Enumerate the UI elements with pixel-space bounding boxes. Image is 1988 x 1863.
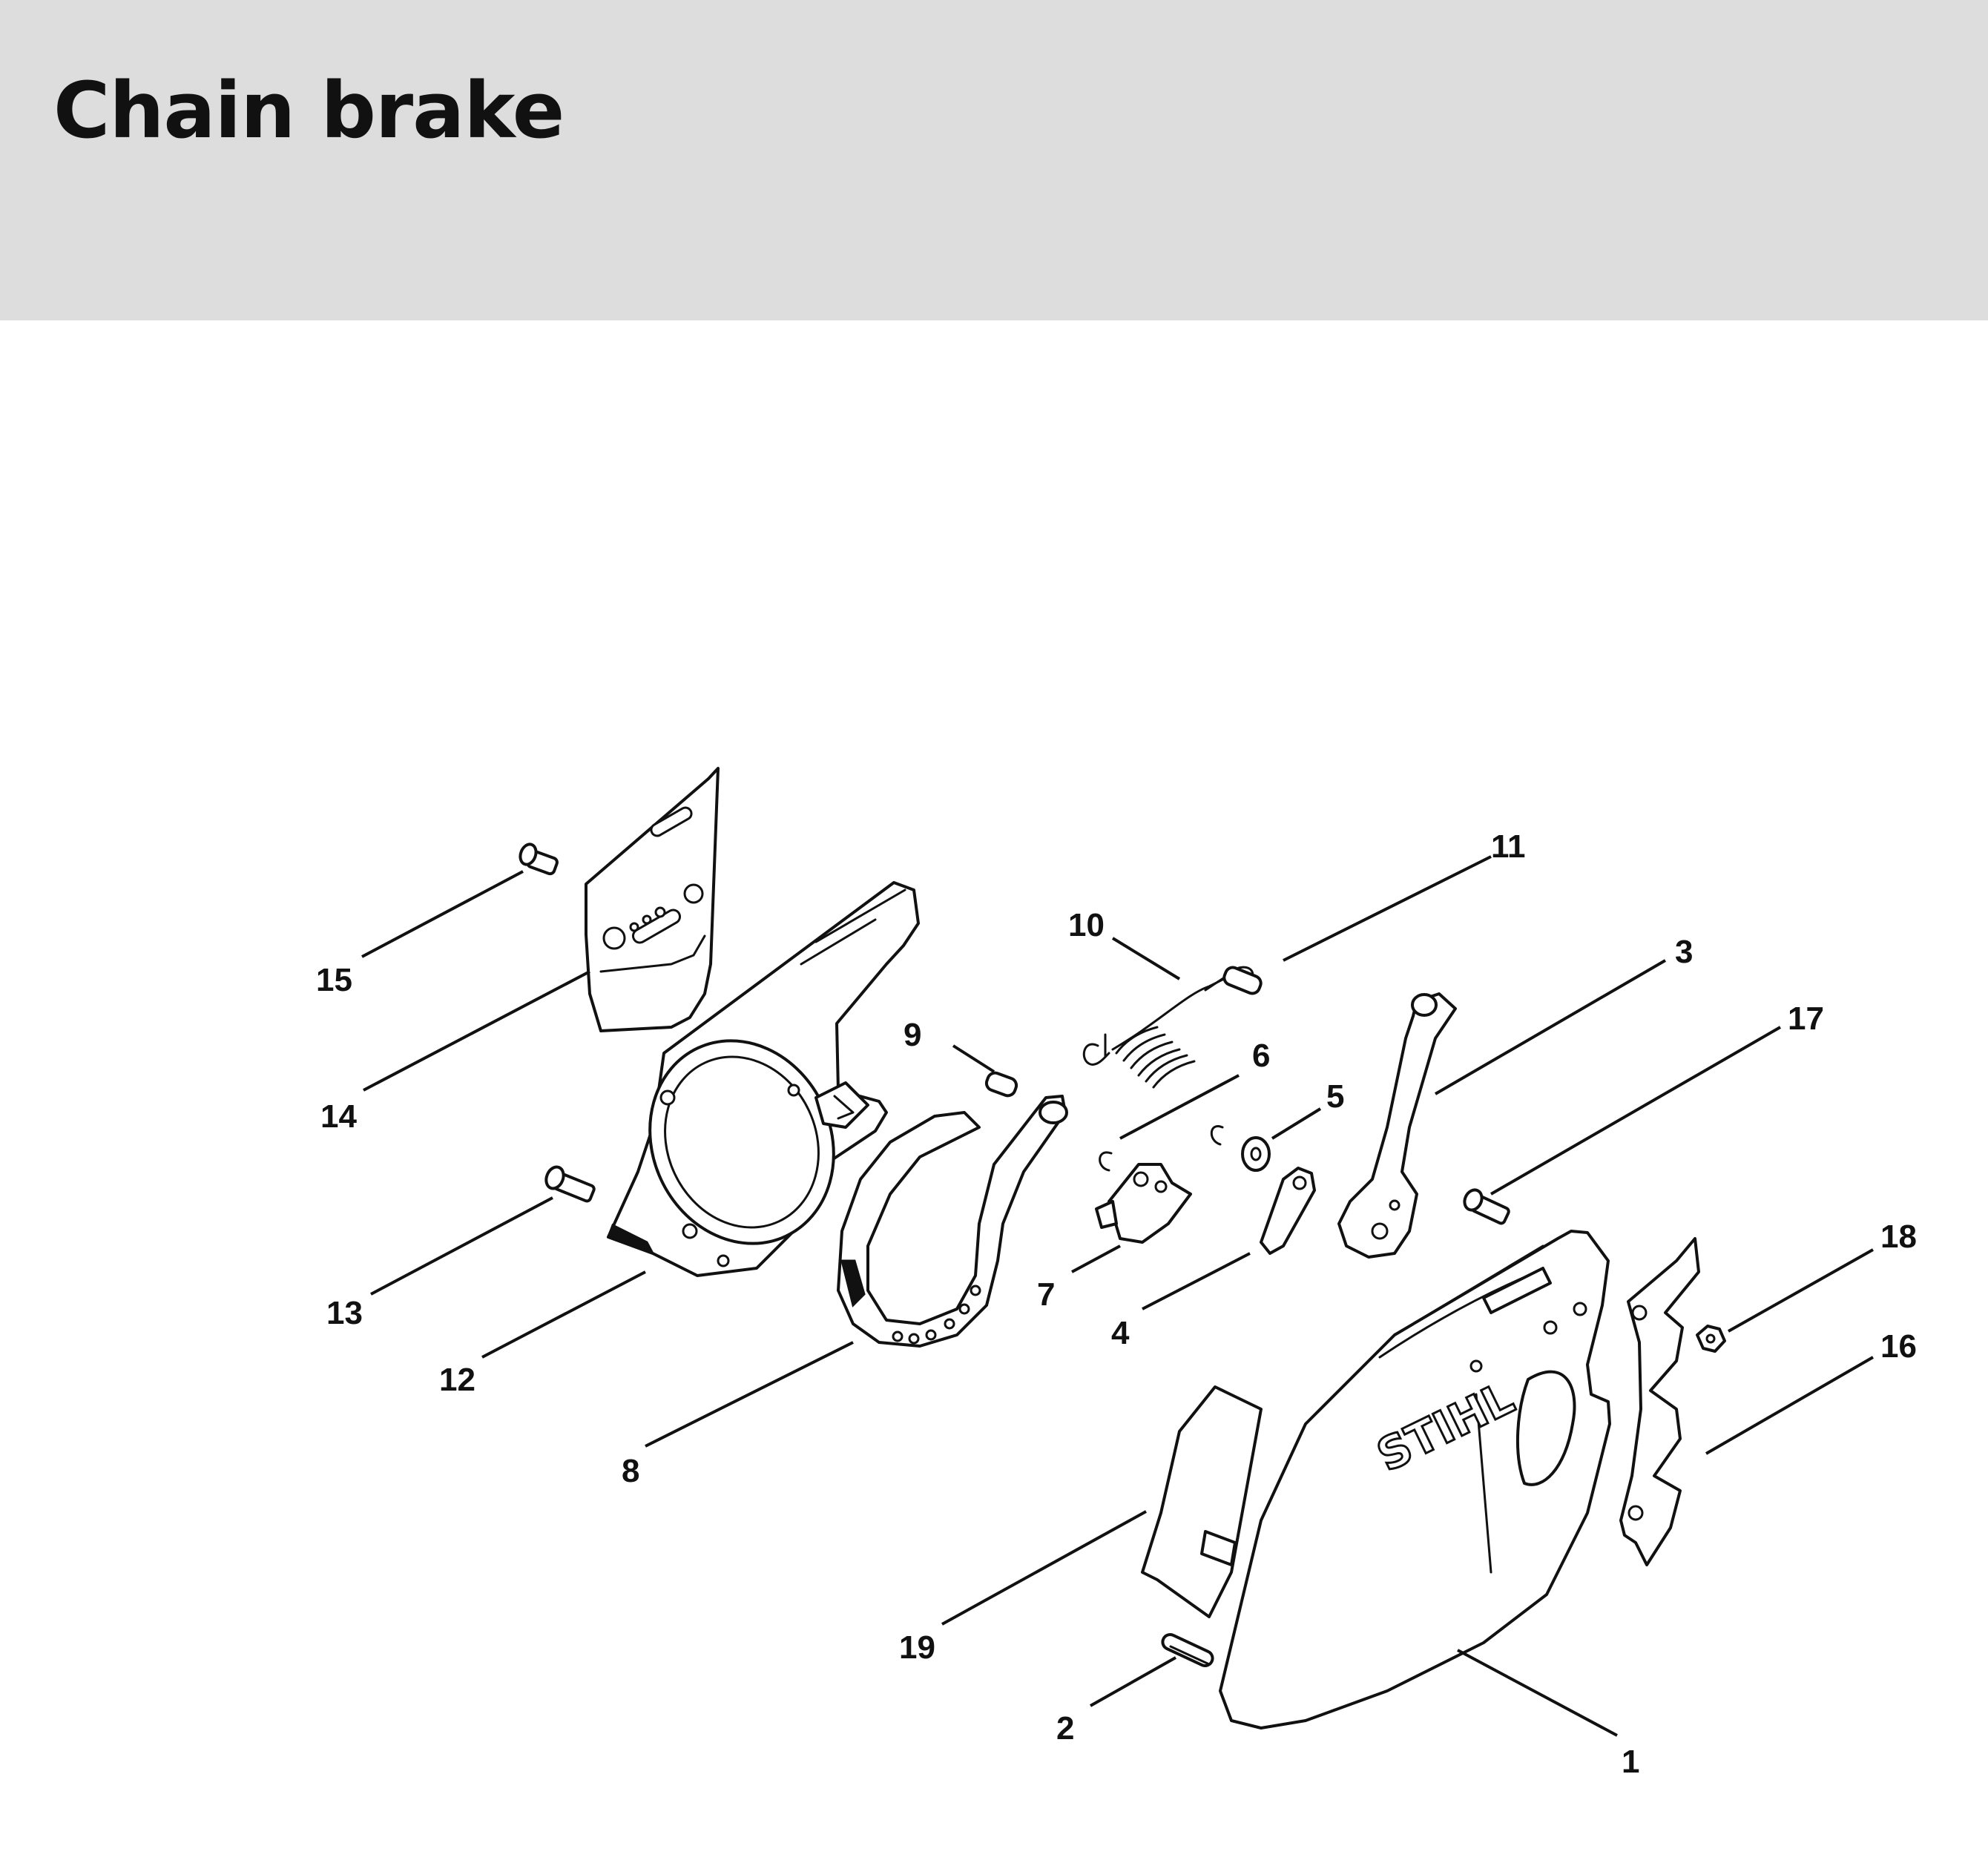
part-9-pin [984,1071,1018,1098]
part-7-lever [1095,1163,1192,1244]
part-13-screw [544,1165,596,1203]
part-17-screw [1463,1188,1510,1225]
callout-5: 5 [1326,1078,1344,1115]
callout-9: 9 [904,1017,921,1053]
part-4-link [1260,1167,1316,1255]
callout-14: 14 [320,1098,357,1135]
part-12-brake-housing [607,881,920,1277]
header-band [0,0,1988,320]
part-14-guide-plate [585,767,720,1032]
callout-numbers: 15 14 13 12 8 9 10 11 6 5 7 4 3 17 18 16… [316,828,1917,1780]
callout-11: 11 [1491,828,1526,865]
part-16-spike-bar [1619,1237,1700,1566]
callout-4: 4 [1111,1315,1130,1351]
part-19-guard-plate [1141,1385,1263,1618]
part-5-washer [1241,1136,1271,1172]
callout-17: 17 [1788,1000,1824,1037]
part-15-screw [519,843,559,876]
callout-18: 18 [1880,1219,1917,1255]
callout-10: 10 [1068,907,1105,943]
part-1-sprocket-cover: STIHL [1219,1230,1611,1730]
part-2-pin [1161,1633,1214,1667]
callout-19: 19 [899,1629,935,1666]
callout-13: 13 [326,1295,363,1331]
callout-6: 6 [1252,1038,1270,1074]
part-6-circlip [1099,1125,1224,1172]
part-3-brake-lever [1337,992,1457,1259]
part-8-brake-band [837,1095,1068,1348]
callout-1: 1 [1622,1744,1639,1780]
callout-8: 8 [622,1453,639,1489]
callout-12: 12 [439,1362,475,1398]
callout-2: 2 [1056,1710,1074,1747]
callout-16: 16 [1880,1328,1917,1365]
callout-3: 3 [1675,934,1693,970]
part-11-pin [1222,966,1263,995]
part-18-nut [1696,1325,1726,1353]
callout-15: 15 [316,962,352,998]
callout-7: 7 [1037,1276,1055,1313]
leader-lines [361,855,1875,1737]
page-title: Chain brake [53,65,565,156]
